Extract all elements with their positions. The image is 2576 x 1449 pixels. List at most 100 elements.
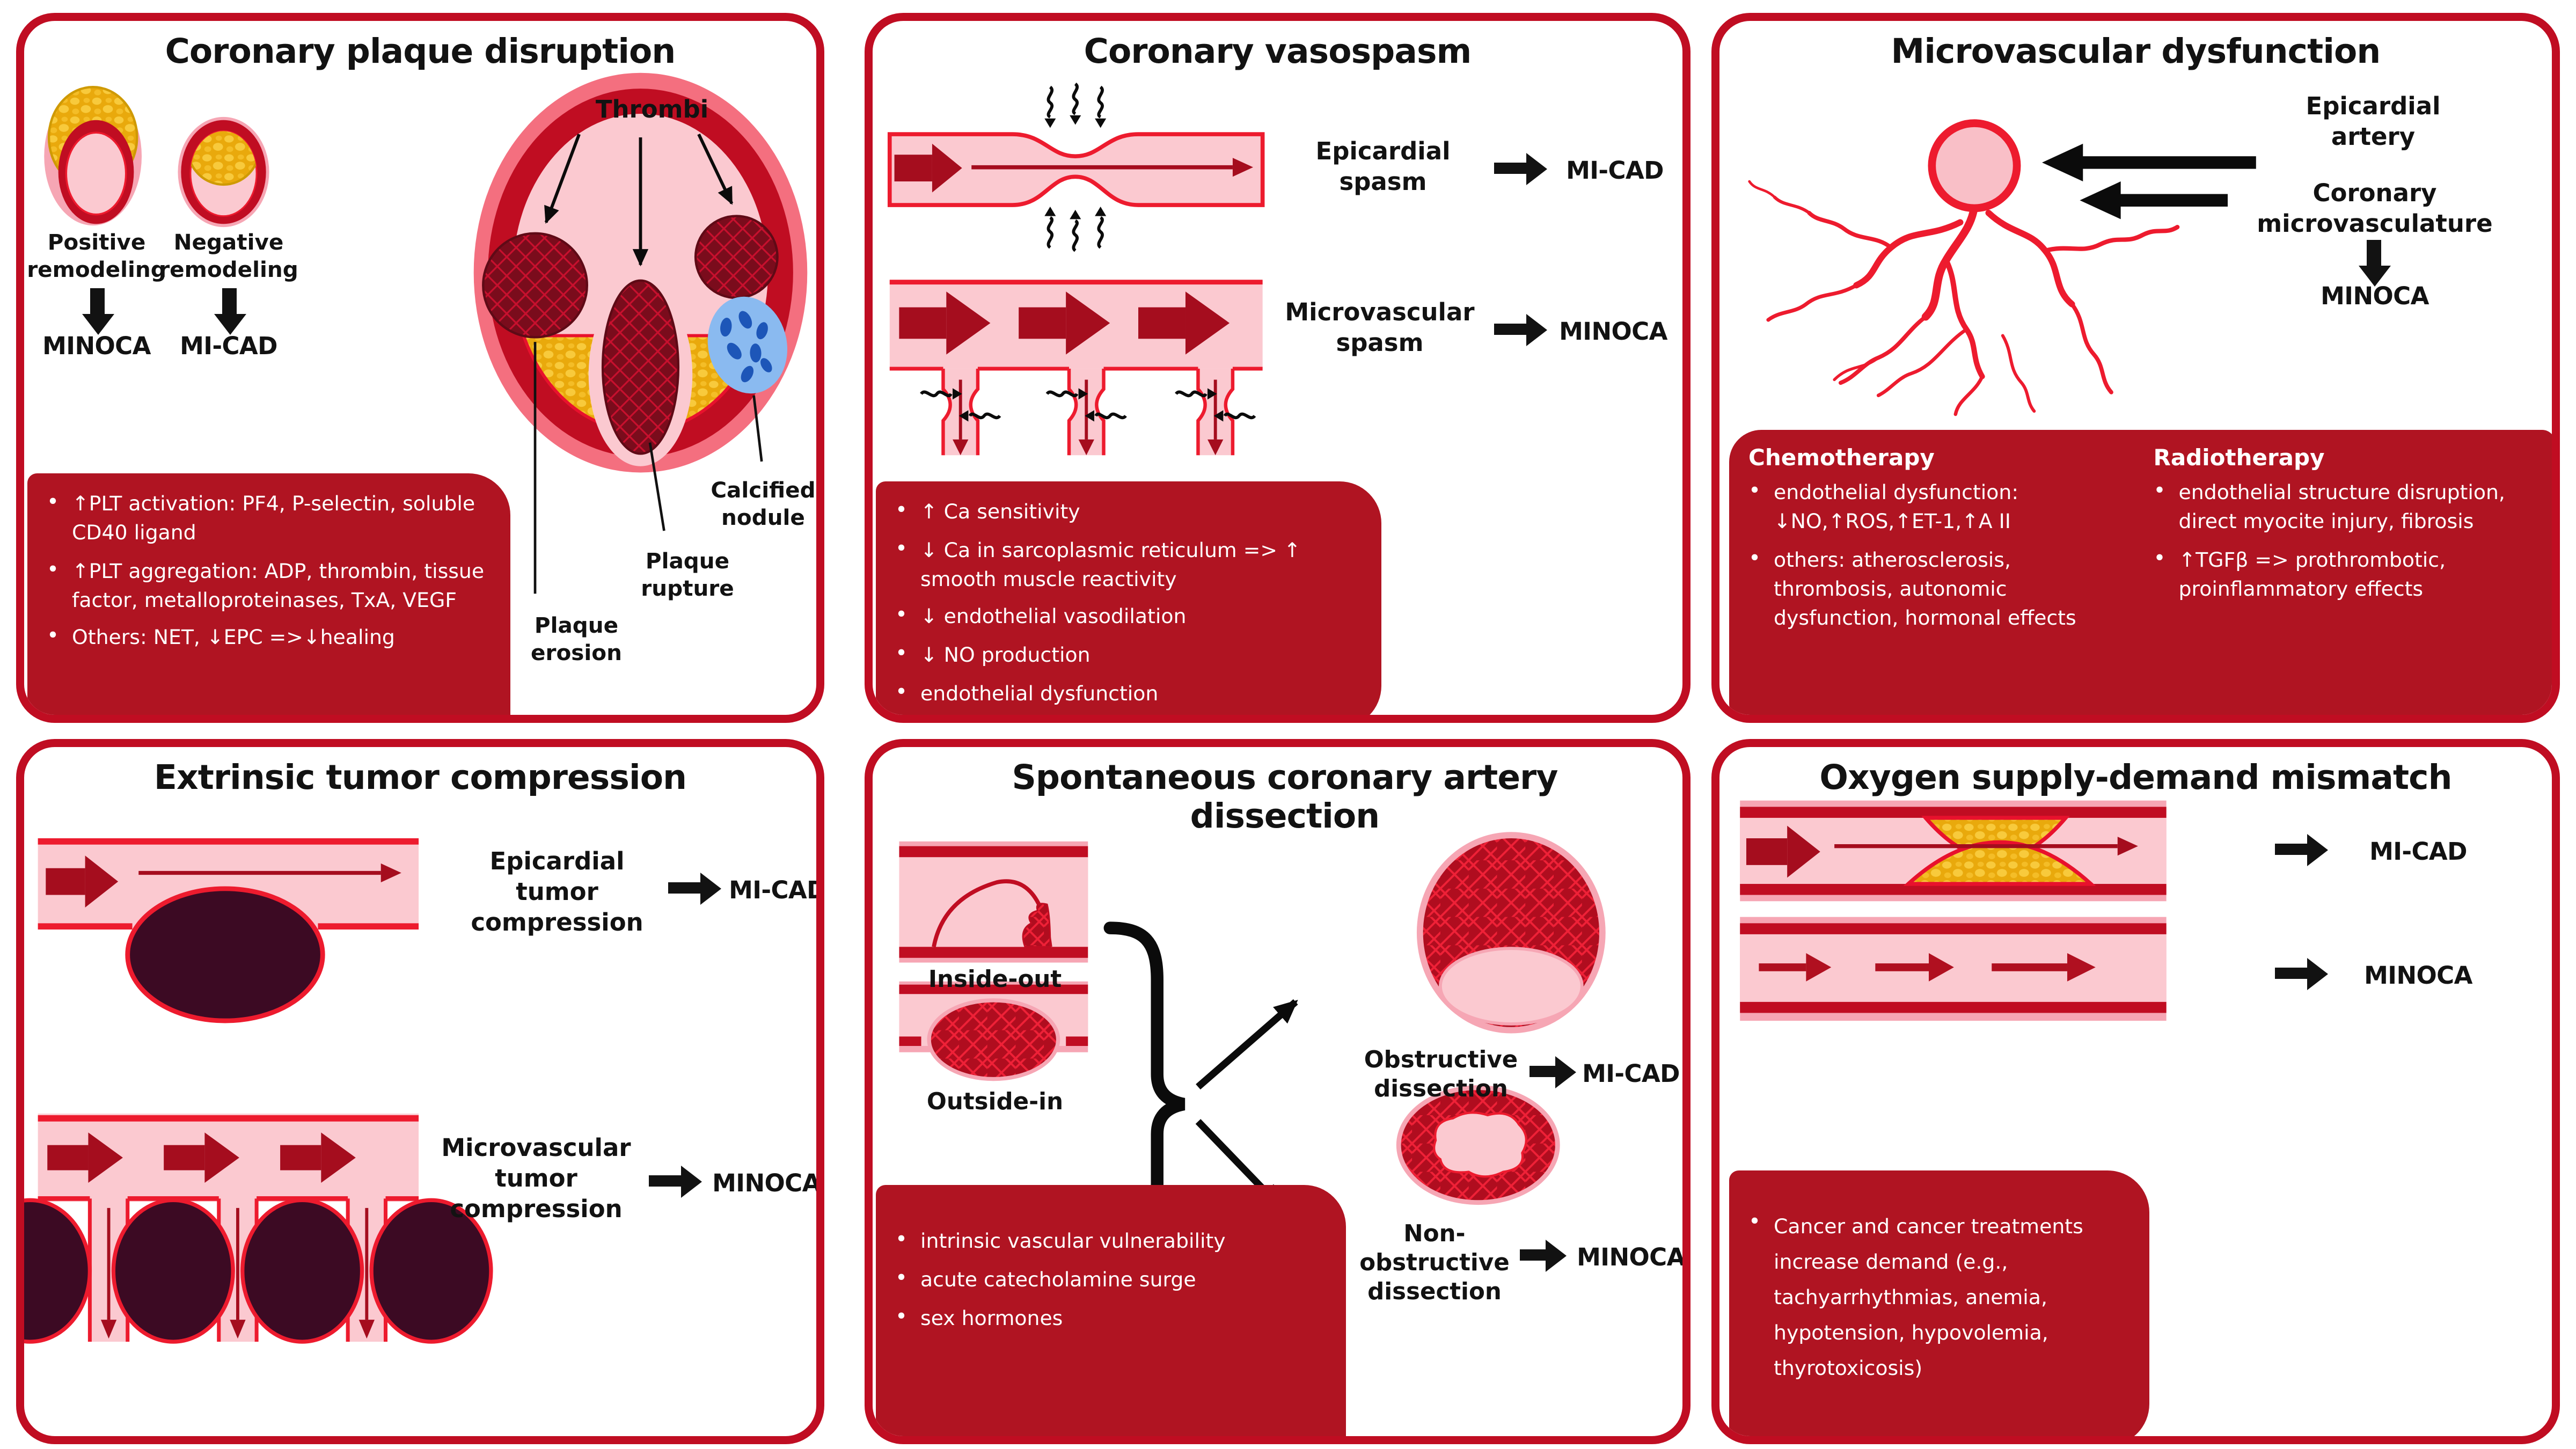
scad-mechanisms-box: • intrinsic vascular vulnerability •acute… (876, 1185, 1346, 1436)
plaque-disruption-illustration (44, 72, 808, 594)
microvascular-spasm-outcome: MINOCA (1559, 317, 1667, 346)
scad-illustration (899, 832, 1606, 1280)
radiotherapy-column: Radiotherapy • endothelial structure disr… (2154, 446, 2536, 707)
panel-coronary-plaque-disruption: Coronary plaque disruption Thrombi Posit… (16, 13, 824, 723)
panel-title-scad: Spontaneous coronary artery dissection (1012, 758, 1558, 835)
epicardial-spasm-vessel-icon (887, 84, 1265, 251)
bullet-item: • ↑TGFβ => prothrombotic, proinflammatory… (2154, 545, 2536, 604)
outside-in-label: Outside-in (926, 1090, 1064, 1116)
bullet-dot: • (895, 681, 908, 706)
bullet-text: endothelial structure disruption, direct… (2178, 480, 2505, 533)
bullet-item: •endothelial dysfunction: ↓NO,↑ROS,↑ET-1… (1748, 478, 2131, 537)
plaque-rupture-thrombus (601, 279, 680, 455)
bullet-dot: • (1748, 546, 1761, 571)
arrow-down-icon (90, 288, 105, 314)
pinched-branch-icon (921, 368, 1000, 456)
bullet-item: • endothelial dysfunction (895, 679, 1362, 710)
epicardial-artery-label: Epicardial artery (2306, 92, 2441, 151)
calcified-nodule-label: Calcified nodule (711, 478, 816, 531)
bullet-dot: • (2153, 546, 2166, 571)
bullet-dot: • (895, 1305, 908, 1330)
bullet-item: •acute catecholamine surge (895, 1265, 1327, 1296)
bullet-item: • ↓ NO production (895, 641, 1362, 672)
bullet-text: others: atherosclerosis, thrombosis, aut… (1774, 546, 2076, 630)
bullet-text: Others: NET, ↓EPC =>↓healing (72, 625, 395, 649)
arrow-right-icon (668, 882, 700, 894)
outside-in-vessel-icon (899, 981, 1088, 1081)
epicardial-tumor-outcome: MI-CAD (729, 876, 824, 905)
black-pointer-arrows (2042, 143, 2256, 219)
bullet-item: • intrinsic vascular vulnerability (895, 1227, 1327, 1257)
bullet-text: intrinsic vascular vulnerability (920, 1228, 1226, 1253)
bullet-item: •Cancer and cancer treatments increase d… (1748, 1209, 2130, 1386)
bullet-text: ↓ Ca in sarcoplasmic reticulum => ↑ smoo… (920, 537, 1301, 591)
microvascular-outcome: MINOCA (2321, 282, 2429, 311)
panel-coronary-vasospasm: Coronary vasospasm Epicardial spasm MI-C… (865, 13, 1690, 723)
negative-remodeling-vessel-icon (178, 116, 269, 228)
bullet-dot: • (1748, 1211, 1761, 1235)
bullet-item: • ↑PLT activation: PF4, P-selectin, solub… (47, 489, 491, 548)
bullet-text: endothelial dysfunction (920, 681, 1159, 706)
pinched-branch-icon (1176, 368, 1255, 456)
microvascular-tumor-vessel-icon (24, 1114, 493, 1344)
tumor-icon (125, 886, 325, 1023)
arrow-down-icon (222, 288, 237, 314)
bullet-dot: • (47, 491, 60, 515)
branch-flow-arrows (107, 1208, 369, 1320)
bullet-dot: • (47, 558, 60, 582)
plaque-cross-section-icon (473, 72, 808, 594)
bullet-text: ↓ NO production (920, 642, 1091, 667)
bullet-text: ↓ endothelial vasodilation (920, 604, 1187, 629)
thrombi-label: Thrombi (595, 95, 709, 124)
bullet-text: ↑TGFβ => prothrombotic, proinflammatory … (2178, 546, 2446, 601)
bullet-text: sex hormones (920, 1305, 1063, 1330)
panel-title-plaque: Coronary plaque disruption (165, 32, 676, 71)
bullet-item: • ↓ Ca in sarcoplasmic reticulum => ↑ smo… (895, 536, 1362, 595)
bullet-dot: • (895, 1228, 908, 1253)
epicardial-spasm-label: Epicardial spasm (1315, 137, 1451, 196)
arrow-right-icon (649, 1175, 681, 1187)
positive-remodeling-vessel-icon (44, 85, 142, 226)
bullet-item: • sex hormones (895, 1304, 1327, 1334)
plaque-erosion-thrombus (482, 232, 588, 339)
oxygen-minoca-outcome: MINOCA (2364, 961, 2472, 990)
vasospasm-mechanisms-box: •↑ Ca sensitivity •↓ Ca in sarcoplasmic … (876, 481, 1381, 715)
panel-scad: Spontaneous coronary artery dissection I… (865, 739, 1690, 1444)
radiotherapy-header: Radiotherapy (2153, 446, 2325, 472)
oxygen-cad-outcome: MI-CAD (2369, 837, 2467, 866)
stenosed-vessel-icon (1740, 800, 2167, 902)
non-obstructive-dissection-icon (1396, 1085, 1560, 1205)
obstructive-label: Obstructive dissection (1364, 1048, 1518, 1103)
panel-extrinsic-tumor-compression: Extrinsic tumor compression Epicardial t… (16, 739, 824, 1444)
oxygen-mechanisms-box: •Cancer and cancer treatments increase d… (1729, 1170, 2149, 1436)
bullet-text: ↑PLT activation: PF4, P-selectin, solubl… (72, 491, 475, 545)
microvasculature-tree-icon (1748, 180, 2180, 416)
panel-microvascular-dysfunction: Microvascular dysfunction Epicardial art… (1711, 13, 2560, 723)
bullet-dot: • (895, 642, 908, 667)
arrow-right-icon (2275, 844, 2307, 855)
positive-outcome-label: MINOCA (42, 332, 151, 361)
arrow-right-icon (1520, 1249, 1546, 1261)
inside-out-vessel-icon (899, 841, 1088, 963)
intramural-hematoma-icon (927, 998, 1060, 1081)
microvascular-spasm-label: Microvascular spasm (1285, 298, 1475, 357)
positive-remodeling-label: Positive remodeling (27, 230, 166, 283)
microvascular-spasm-vessel-icon (889, 280, 1263, 456)
bullet-dot: • (895, 499, 908, 523)
microvascular-dysfunction-illustration (1748, 119, 2256, 416)
negative-outcome-label: MI-CAD (180, 332, 277, 361)
tumor-compression-illustration (24, 838, 493, 1344)
panel-title-vasospasm: Coronary vasospasm (1084, 32, 1472, 71)
plaque-rupture-label: Plaque rupture (641, 549, 734, 602)
arrow-right-icon (1494, 324, 1526, 335)
epicardial-tumor-vessel-icon (38, 838, 419, 1023)
arrow-right-icon (1529, 1066, 1555, 1077)
plaque-mechanisms-box: • ↑PLT activation: PF4, P-selectin, solub… (27, 473, 510, 715)
bullet-text: ↑PLT aggregation: ADP, thrombin, tissue … (72, 558, 485, 612)
calcified-nodule-icon (707, 296, 787, 394)
arrow-right-icon (1494, 163, 1526, 174)
thrombi-pointer-arrows (544, 133, 734, 267)
bullet-dot: • (895, 537, 908, 562)
therapy-effects-box: Chemotherapy •endothelial dysfunction: ↓… (1729, 430, 2552, 715)
